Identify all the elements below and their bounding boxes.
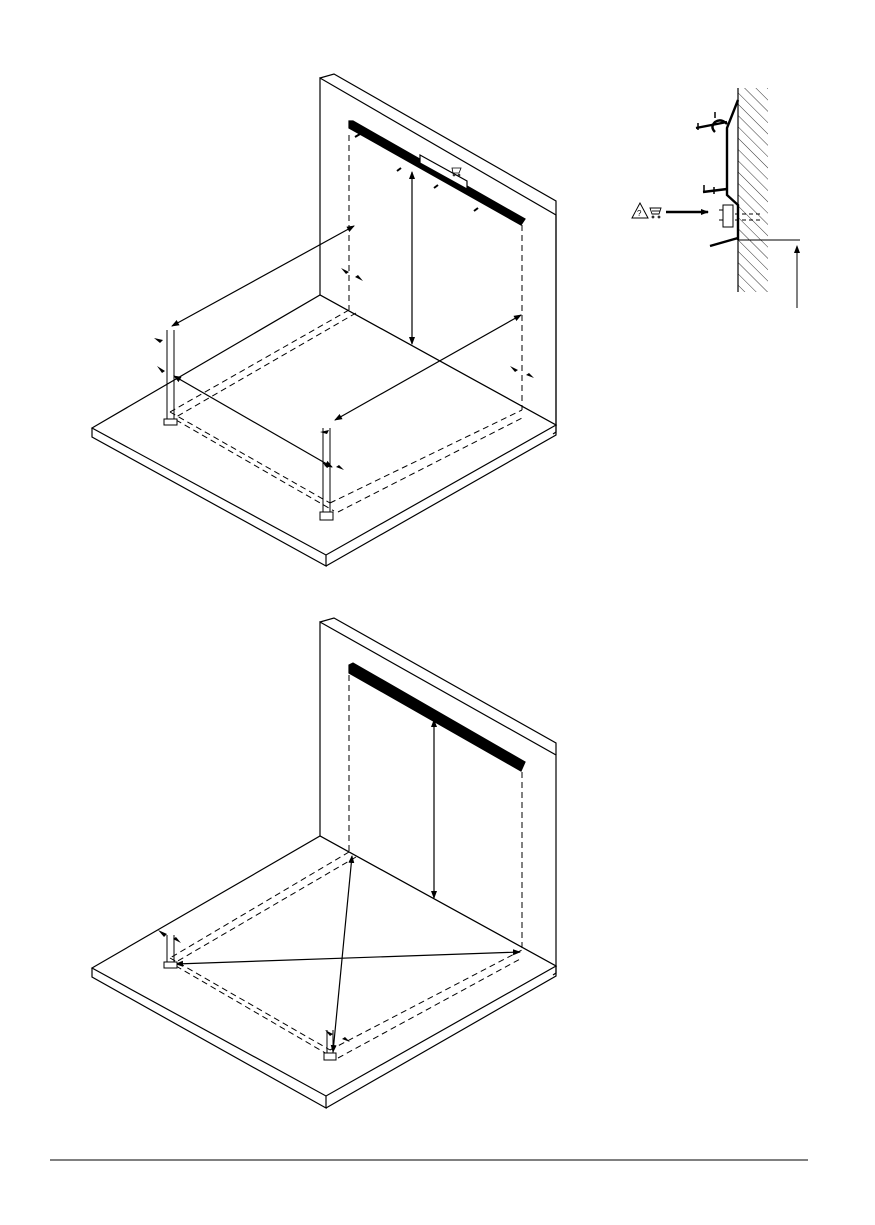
top-iso-figure xyxy=(92,74,556,566)
svg-text:?: ? xyxy=(637,209,642,218)
cart-icon xyxy=(650,208,661,218)
wall-hatch xyxy=(738,88,768,292)
warning-triangle-icon: ? xyxy=(632,203,648,218)
detail-section: ? xyxy=(632,88,800,308)
bottom-iso-figure xyxy=(92,618,556,1108)
